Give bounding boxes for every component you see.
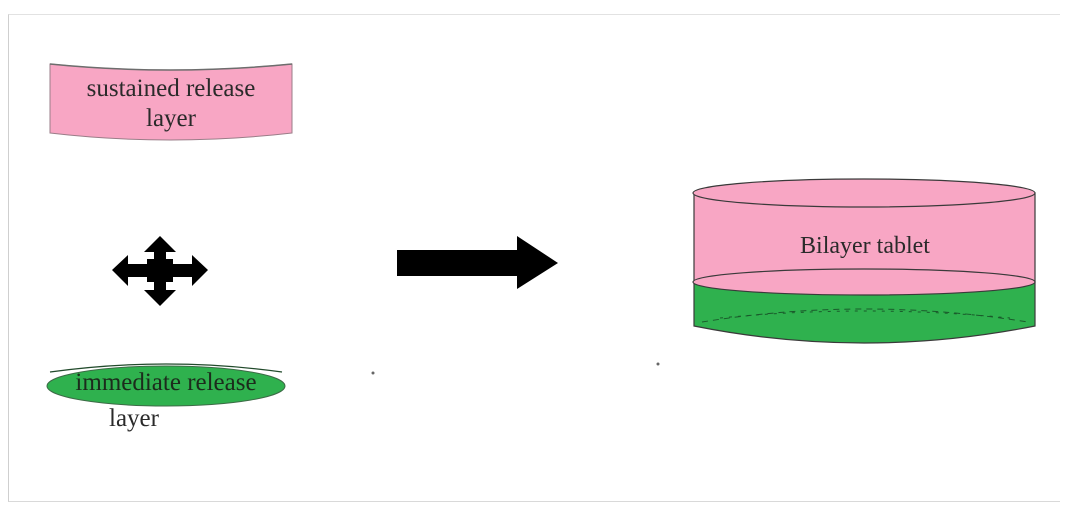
sustained-release-label-line1: sustained release [86, 75, 256, 102]
sustained-release-label-line2: layer [146, 105, 196, 132]
move-arrow-center [147, 259, 173, 282]
move-arrow-left [112, 255, 148, 286]
immediate-release-layer [46, 363, 286, 407]
immediate-release-label-line1: immediate release [75, 369, 257, 396]
move-arrow-up [144, 236, 176, 262]
immediate-release-label-line2: layer [109, 405, 159, 432]
bilayer-green-band [693, 281, 1036, 344]
move-arrow-down [144, 280, 176, 306]
move-arrows-icon [112, 236, 208, 306]
right-arrow-icon [397, 236, 558, 289]
sustained-release-layer [49, 63, 293, 141]
sustained-layer-top-edge [49, 63, 293, 71]
stray-dot [371, 371, 375, 375]
bilayer-tablet-label: Bilayer tablet [800, 233, 930, 259]
bilayer-top-ellipse [692, 178, 1036, 208]
stray-dot [656, 362, 660, 366]
immediate-layer-body [46, 365, 286, 407]
bilayer-tablet [692, 178, 1036, 344]
bilayer-boundary-ellipse [692, 268, 1036, 296]
move-arrow-right [172, 255, 208, 286]
sustained-release-label: sustained release layer [50, 74, 292, 134]
immediate-layer-top-edge [49, 363, 283, 373]
bilayer-dashed-edge-inner [719, 310, 1011, 319]
